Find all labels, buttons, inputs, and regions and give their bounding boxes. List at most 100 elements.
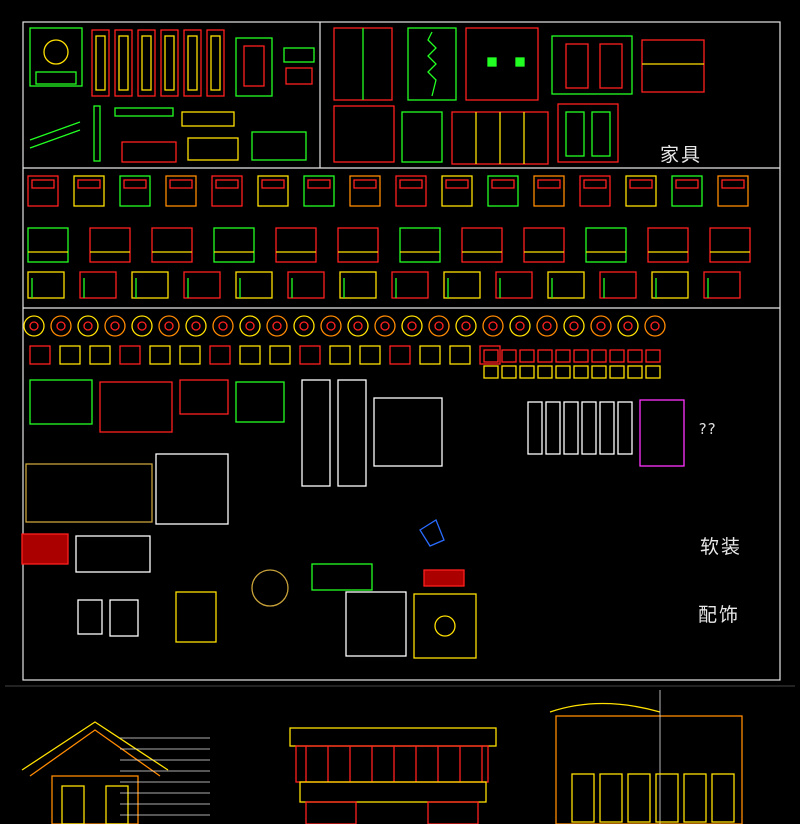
chair-back	[353, 179, 377, 189]
medallion	[509, 315, 531, 337]
figure-painting	[345, 591, 407, 657]
red-panel	[21, 533, 69, 565]
medallion-core	[299, 321, 309, 331]
panel-motif	[329, 345, 351, 365]
tile	[519, 349, 535, 363]
medallion-core	[137, 321, 147, 331]
chair-back	[445, 179, 469, 189]
seat-elevation	[213, 227, 255, 263]
tile	[609, 349, 625, 363]
screen-panel	[160, 29, 179, 97]
medallion	[590, 315, 612, 337]
panel-motif	[359, 345, 381, 365]
table-elevation	[131, 271, 169, 299]
medallion	[374, 315, 396, 337]
table-elevation	[547, 271, 585, 299]
chair-back	[629, 179, 653, 189]
screen-leaf	[599, 401, 615, 455]
table-elevation	[391, 271, 429, 299]
medallion-core	[326, 321, 336, 331]
panel-motif	[449, 345, 471, 365]
medallion	[239, 315, 261, 337]
tile	[483, 365, 499, 379]
screen-leaf	[617, 401, 633, 455]
seat-elevation	[151, 227, 193, 263]
table-elevation	[79, 271, 117, 299]
medallion	[536, 315, 558, 337]
screen-panel	[91, 29, 110, 97]
tile	[609, 365, 625, 379]
rug	[29, 379, 93, 425]
tile	[573, 349, 589, 363]
medallion	[77, 315, 99, 337]
tile	[573, 365, 589, 379]
panel-seating-tables	[27, 175, 751, 299]
medallion	[212, 315, 234, 337]
screen-panel	[137, 29, 156, 97]
tile	[555, 365, 571, 379]
label-soft-furnishing: 软装	[700, 536, 743, 558]
tile	[501, 349, 517, 363]
door-panel	[337, 379, 367, 487]
table-elevation	[443, 271, 481, 299]
table-elevation	[703, 271, 741, 299]
panel-furniture-left	[29, 27, 315, 163]
seat-elevation	[461, 227, 503, 263]
table-elevation	[495, 271, 533, 299]
medallion-core	[623, 321, 633, 331]
medallion	[455, 315, 477, 337]
lattice-door	[627, 773, 651, 823]
calligraphy	[25, 463, 153, 523]
medallion-core	[380, 321, 390, 331]
medallion-core	[29, 321, 39, 331]
lattice-door	[599, 773, 623, 823]
medallion-core	[542, 321, 552, 331]
table-elevation	[27, 271, 65, 299]
medallion-core	[407, 321, 417, 331]
screen-inset	[141, 35, 152, 91]
frame	[77, 599, 103, 635]
panel-furniture-right	[333, 27, 705, 165]
chair-plan	[717, 175, 749, 207]
chair-plan	[119, 175, 151, 207]
table-elevation	[599, 271, 637, 299]
tile	[519, 365, 535, 379]
magenta-screen	[639, 399, 685, 467]
seat-elevation	[27, 227, 69, 263]
medallion-core	[218, 321, 228, 331]
lattice-door	[683, 773, 707, 823]
medallion-core	[461, 321, 471, 331]
medallion	[347, 315, 369, 337]
tile	[627, 349, 643, 363]
table-elevation	[235, 271, 273, 299]
medallion	[185, 315, 207, 337]
table-elevation	[651, 271, 689, 299]
medallion	[617, 315, 639, 337]
medallion	[293, 315, 315, 337]
medallion-core	[56, 321, 66, 331]
chair-back	[169, 179, 193, 189]
lattice-door	[655, 773, 679, 823]
panel-motif	[419, 345, 441, 365]
panel-motif	[299, 345, 321, 365]
chair-plan	[395, 175, 427, 207]
panel-motif	[119, 345, 141, 365]
rug	[99, 381, 173, 433]
medallion	[23, 315, 45, 337]
seat-elevation	[647, 227, 689, 263]
medallion-core	[596, 321, 606, 331]
relief	[311, 563, 373, 591]
chair-back	[583, 179, 607, 189]
tile	[645, 349, 661, 363]
chair-plan	[441, 175, 473, 207]
chair-plan	[211, 175, 243, 207]
screen-leaf	[581, 401, 597, 455]
medallion-core	[272, 321, 282, 331]
screen-inset	[164, 35, 175, 91]
lattice-door	[571, 773, 595, 823]
panel-motif	[209, 345, 231, 365]
seat-elevation	[399, 227, 441, 263]
label-furniture: 家具	[660, 144, 703, 166]
medallion	[104, 315, 126, 337]
